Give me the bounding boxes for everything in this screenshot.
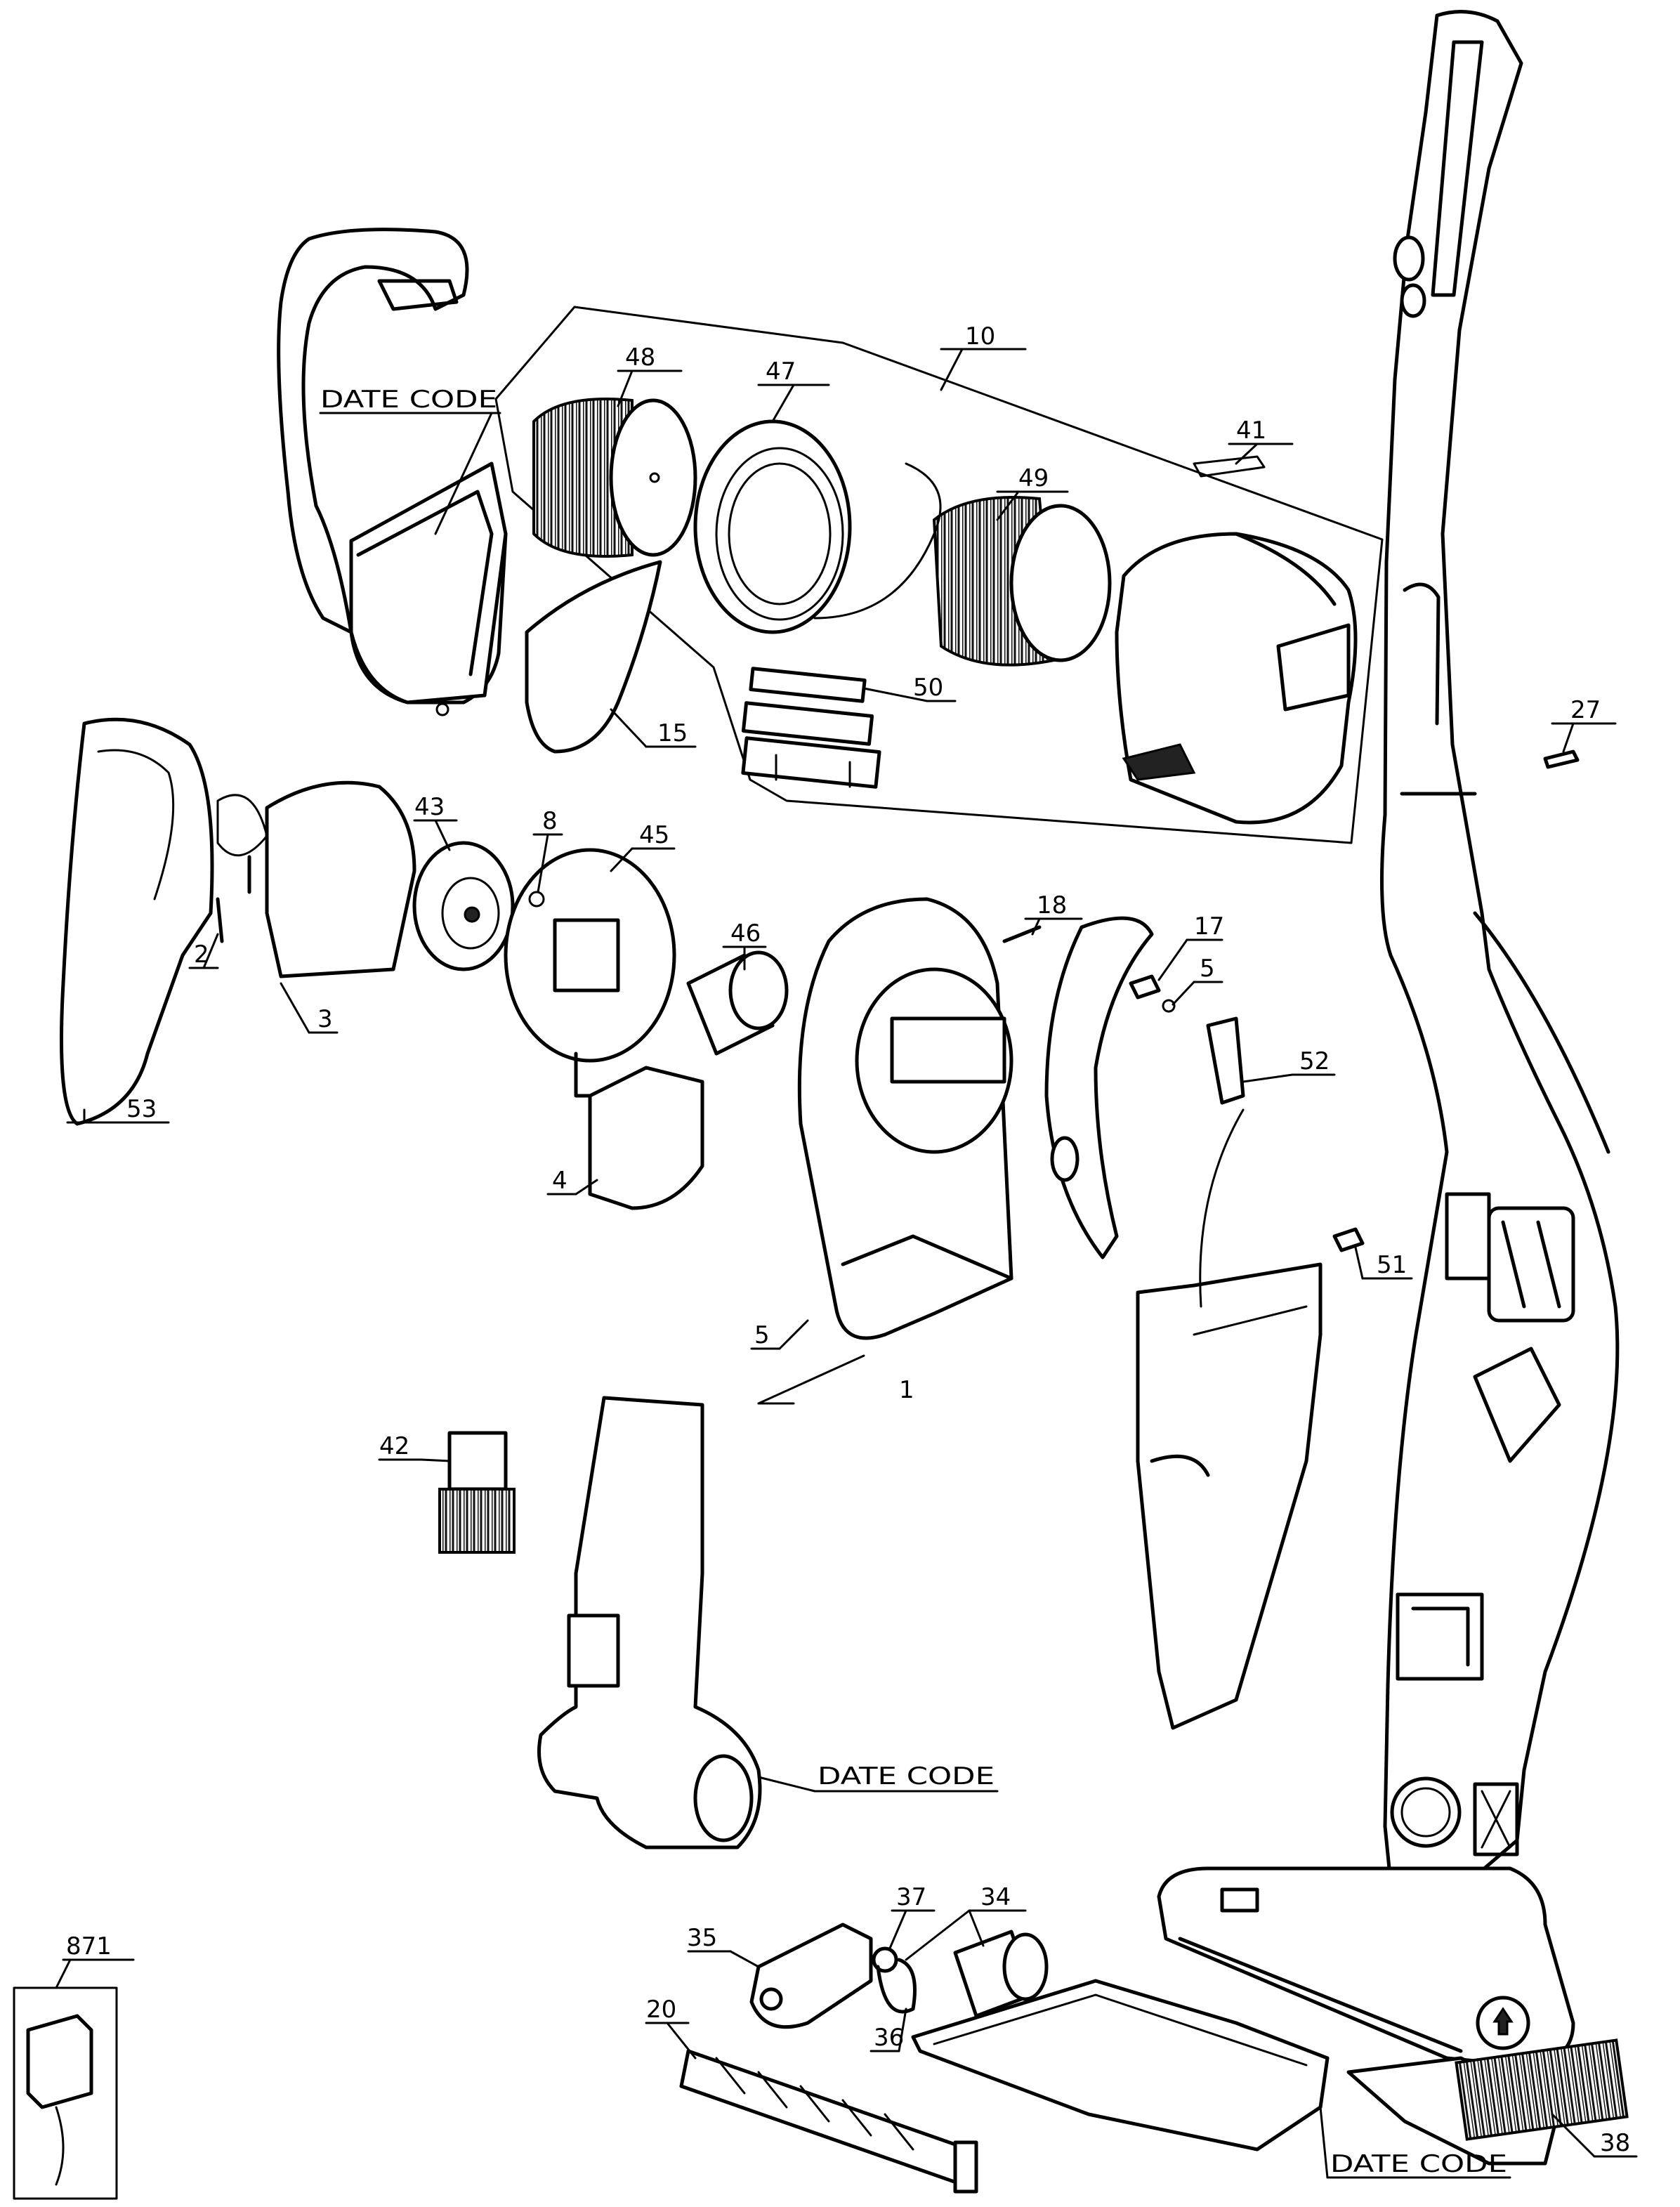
callout-38: 38 (1600, 2129, 1630, 2157)
ribbed-tool-38 (1346, 2038, 1629, 2166)
duct-part-3 (265, 780, 416, 978)
impeller-43 (412, 841, 515, 971)
charger-adapter-871 (13, 1986, 118, 2200)
clip-51 (1332, 1227, 1365, 1252)
filter-frame-47 (693, 419, 852, 634)
callout-50: 50 (913, 674, 943, 702)
screw-27 (1543, 749, 1580, 769)
prefilter-50 (741, 667, 881, 789)
callout-10: 10 (965, 322, 995, 351)
callout-52: 52 (1299, 1047, 1330, 1075)
callout-43: 43 (414, 793, 445, 821)
callout-5-lower: 5 (754, 1321, 770, 1349)
handle-top (277, 228, 508, 716)
housing-shell-53 (60, 717, 214, 1126)
callout-15: 15 (657, 719, 688, 747)
callout-3: 3 (317, 1005, 333, 1033)
callout-46: 46 (730, 919, 761, 948)
bracket-35 (749, 1923, 873, 2029)
gear-37 (872, 1946, 898, 1973)
callout-5-upper: 5 (1200, 955, 1215, 983)
main-housing-1 (797, 897, 1013, 1340)
date-code-dock: DATE CODE (818, 1762, 995, 1790)
date-code-base: DATE CODE (1330, 2150, 1507, 2178)
callout-871: 871 (66, 1932, 112, 1960)
callout-51: 51 (1377, 1251, 1407, 1279)
callout-labels: 10 48 47 41 49 50 15 27 43 8 45 46 2 3 5… (66, 322, 1630, 2157)
pleated-filter-48 (532, 398, 697, 558)
callout-48: 48 (625, 343, 655, 372)
leader-lines (55, 348, 1638, 2179)
charging-dock (537, 1396, 762, 1849)
callout-20: 20 (646, 1996, 676, 2024)
callout-36: 36 (874, 2024, 904, 2052)
motor-plate-45 (504, 848, 676, 1098)
callout-27: 27 (1570, 696, 1601, 724)
label-41 (1193, 455, 1266, 478)
callout-17: 17 (1194, 912, 1224, 941)
spring-2 (216, 855, 251, 943)
trigger-handle (1044, 916, 1154, 1259)
callout-45: 45 (639, 821, 669, 849)
callout-2: 2 (194, 941, 209, 969)
brush-motor-34 (953, 1930, 1049, 2018)
switch-17 (1129, 974, 1161, 1000)
callout-41: 41 (1236, 417, 1266, 445)
callout-18: 18 (1037, 891, 1067, 919)
roller-brush-20 (679, 2049, 978, 2194)
callout-49: 49 (1018, 464, 1049, 492)
foam-4 (588, 1066, 704, 1210)
window-part-15 (525, 560, 662, 754)
date-code-handle: DATE CODE (320, 386, 497, 414)
pleated-filter-49 (813, 462, 1112, 667)
callout-53: 53 (126, 1095, 157, 1123)
callout-4: 4 (552, 1167, 567, 1195)
dust-bowl (1115, 532, 1358, 825)
stick-vacuum-body (1380, 10, 1620, 1885)
motor-46 (686, 950, 789, 1056)
screw-5 (1162, 999, 1176, 1013)
pcb-52 (1206, 1016, 1245, 1105)
callout-37: 37 (896, 1883, 926, 1911)
callout-34: 34 (980, 1883, 1011, 1911)
callout-1: 1 (899, 1376, 914, 1404)
battery-module (1136, 1108, 1323, 1730)
floor-head (1157, 1866, 1575, 2067)
callout-42: 42 (379, 1432, 409, 1460)
belt-36 (876, 1958, 917, 2014)
callout-8: 8 (542, 807, 558, 835)
callout-35: 35 (687, 1924, 717, 1952)
date-code-labels: DATE CODE DATE CODE DATE CODE (320, 386, 1507, 2178)
crevice-brush-42 (438, 1431, 516, 1554)
callout-47: 47 (766, 358, 796, 386)
